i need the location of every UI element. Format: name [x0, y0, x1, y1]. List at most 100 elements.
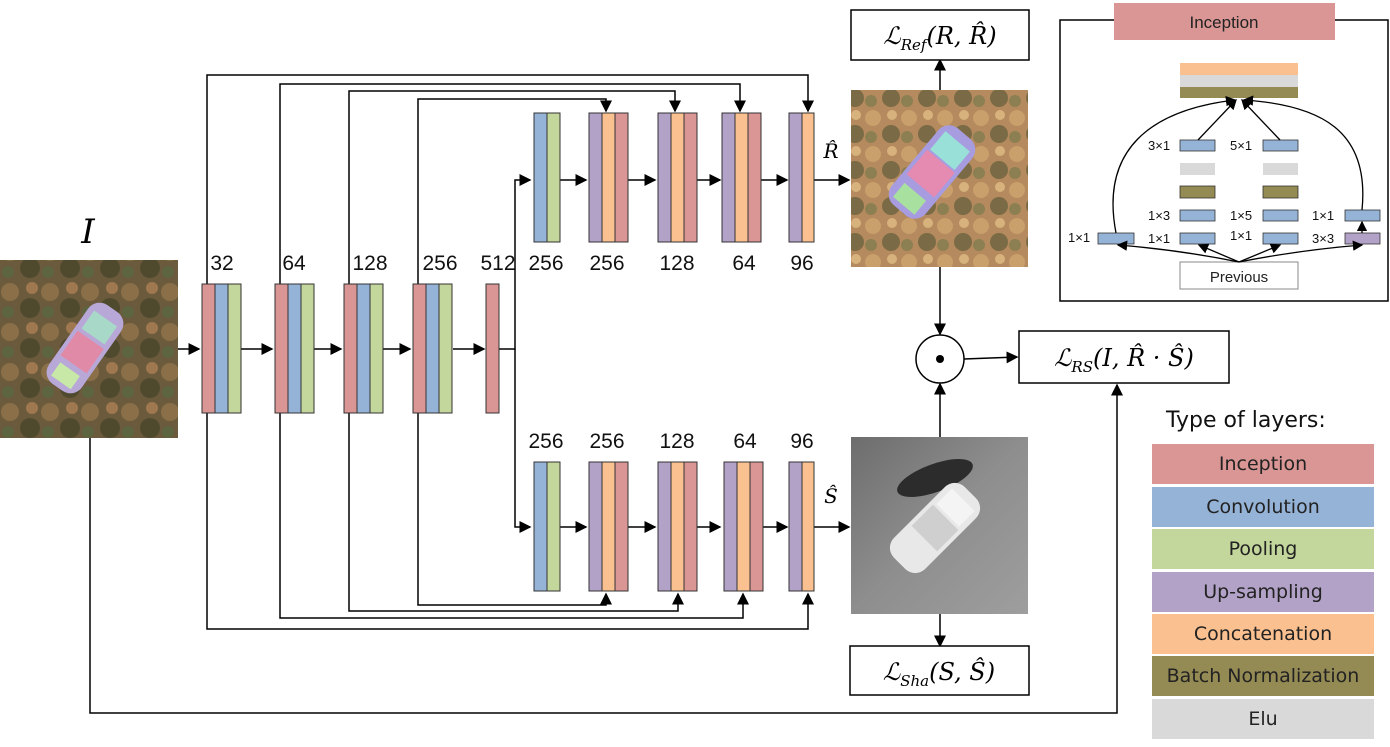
kernel-label: 5×1: [1230, 138, 1252, 153]
loss-sha-box: ℒSha(S, Ŝ): [849, 645, 1030, 696]
encoder: [201, 283, 500, 414]
inception-layer: [201, 283, 216, 414]
encoder-stage-128: [343, 283, 384, 414]
svg-text:ℒRS(I, R̂ · Ŝ): ℒRS(I, R̂ · Ŝ): [1054, 343, 1194, 376]
pooling-layer: [369, 283, 384, 414]
pooling-layer: [546, 112, 561, 243]
legend-title: Type of layers:: [1166, 408, 1326, 433]
encoder-channel-label: 64: [282, 252, 306, 275]
skip-connections: [89, 74, 1123, 714]
legend-item: Up-sampling: [1152, 572, 1374, 612]
loss-args: (R, R̂): [926, 22, 996, 50]
legend-item: Pooling: [1152, 529, 1374, 569]
inception-layer: [485, 283, 500, 414]
decoder-channel-label: 256: [528, 252, 563, 275]
pooling-layer: [227, 283, 242, 414]
decoder-channel-label: 96: [790, 252, 813, 275]
inception-layer: [343, 283, 358, 414]
concatenation-layer: [601, 461, 616, 592]
decoder-channel-label: 128: [659, 430, 694, 453]
decoder-channel-label: 96: [790, 430, 813, 453]
input-image: [0, 260, 178, 438]
pooling-layer: [546, 461, 561, 592]
inception-layer: [614, 112, 629, 243]
inception-layer: [274, 283, 289, 414]
kernel-label: 1×1: [1068, 230, 1090, 245]
concatenation-layer: [670, 112, 685, 243]
loss-rs-box: ℒRS(I, R̂ · Ŝ): [1018, 330, 1230, 384]
concatenation-layer: [736, 461, 751, 592]
upsampling-layer: [588, 461, 603, 592]
loss-subscript: Sha: [900, 672, 929, 690]
loss-ref-box: ℒRef(R, R̂): [850, 9, 1030, 61]
encoder-channel-label: 256: [422, 252, 457, 275]
legend-item: Inception: [1152, 444, 1374, 484]
concatenation-layer: [801, 461, 815, 592]
convolution-layer: [533, 112, 548, 243]
loss-args: (I, R̂ · Ŝ): [1093, 343, 1194, 372]
inception-detail-panel: Inception Previous: [1059, 3, 1389, 302]
legend-item: Concatenation: [1152, 614, 1374, 654]
encoder-channel-label: 32: [210, 252, 233, 275]
encoder-stage-32: [201, 283, 242, 414]
convolution-layer: [287, 283, 302, 414]
loss-script: ℒ: [883, 658, 901, 686]
loss-script: ℒ: [883, 22, 901, 50]
decoder-channel-label: 256: [589, 430, 624, 453]
pooling-layer: [438, 283, 453, 414]
legend-item: Elu: [1152, 699, 1374, 739]
decoder-channel-label: 256: [528, 430, 563, 453]
svg-text:ℒRef(R, R̂): ℒRef(R, R̂): [883, 22, 996, 54]
decoder-channel-label: 128: [659, 252, 694, 275]
loss-subscript: Ref: [900, 36, 929, 54]
encoder-stage-256: [412, 283, 453, 414]
loss-args: (S, Ŝ): [929, 657, 995, 686]
reflectance-image: [851, 90, 1028, 267]
product-node: [915, 334, 965, 384]
concatenation-layer: [801, 112, 815, 243]
inception-layer: [749, 461, 764, 592]
kernel-label: 1×1: [1148, 231, 1170, 246]
kernel-label: 1×3: [1148, 208, 1170, 223]
decoder-channel-label: 64: [733, 430, 757, 453]
concatenation-layer: [734, 112, 749, 243]
channel-labels: 32 64 128 256 512 256 256 128 64 96 256 …: [210, 252, 813, 453]
decoder-shading: [533, 461, 815, 592]
kernel-label: 1×5: [1230, 208, 1252, 223]
upsampling-layer: [588, 112, 603, 243]
pooling-layer: [300, 283, 315, 414]
convolution-layer: [214, 283, 229, 414]
upsampling-layer: [788, 112, 803, 243]
encoder-stage-512: [485, 283, 500, 414]
upsampling-layer: [788, 461, 803, 592]
kernel-label: 3×1: [1148, 138, 1170, 153]
encoder-channel-label: 128: [352, 252, 387, 275]
upsampling-layer: [657, 112, 672, 243]
decoder-channel-label: 256: [589, 252, 624, 275]
inception-layer: [747, 112, 762, 243]
encoder-channel-label: 512: [480, 252, 515, 275]
encoder-stage-64: [274, 283, 315, 414]
forward-arrows: [178, 58, 1019, 648]
inception-layer: [683, 112, 698, 243]
decoder-channel-label: 64: [732, 252, 756, 275]
svg-text:ℒSha(S, Ŝ): ℒSha(S, Ŝ): [883, 657, 995, 690]
reflectance-output-label: R̂: [822, 139, 838, 163]
kernel-label: 3×3: [1312, 231, 1334, 246]
convolution-layer: [533, 461, 548, 592]
shading-image: [851, 437, 1028, 614]
concatenation-layer: [670, 461, 685, 592]
upsampling-layer: [721, 112, 736, 243]
shading-output-label: Ŝ: [824, 483, 838, 508]
convolution-layer: [425, 283, 440, 414]
kernel-label: 1×1: [1230, 228, 1252, 243]
inception-previous-label: Previous: [1210, 269, 1268, 286]
inception-layer: [683, 461, 698, 592]
concatenation-layer: [601, 112, 616, 243]
inception-layer: [412, 283, 427, 414]
upsampling-layer: [723, 461, 738, 592]
legend-item: Batch Normalization: [1152, 656, 1374, 696]
input-label: I: [80, 212, 95, 252]
kernel-label: 1×1: [1312, 208, 1334, 223]
